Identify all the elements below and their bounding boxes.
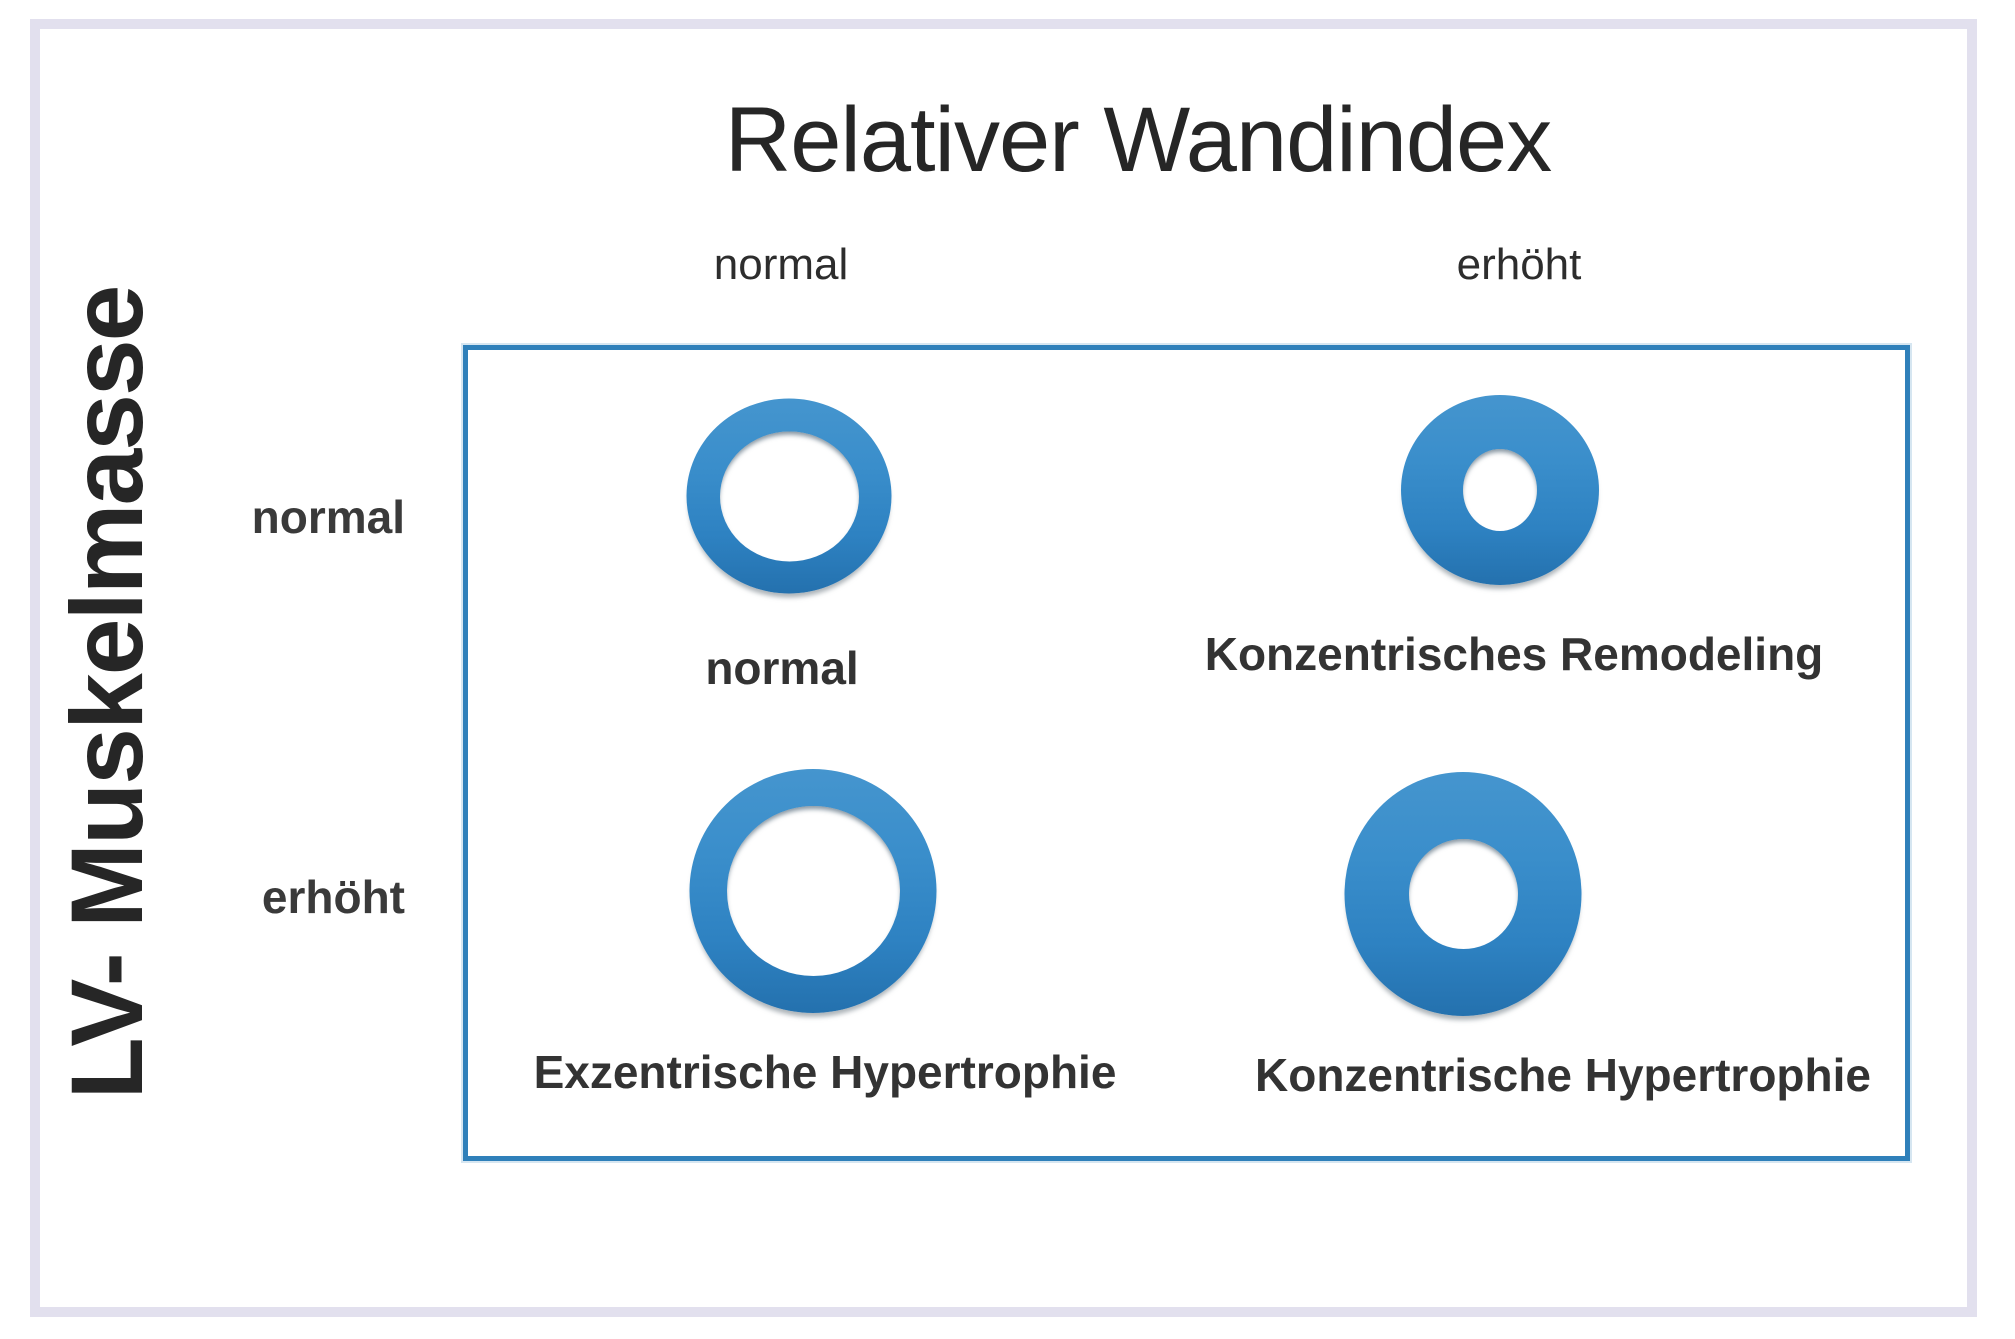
cell-label-exzentrische-hypertrophie: Exzentrische Hypertrophie	[533, 1046, 1117, 1098]
page-border	[30, 19, 1977, 1317]
row-label-normal: normal	[251, 491, 405, 543]
column-label-erhoeht: erhöht	[1456, 240, 1582, 289]
donut-exzentrische-hypertrophie-cavity	[726, 806, 900, 976]
matrix-border	[463, 345, 1910, 1161]
row-label-erhoeht: erhöht	[261, 871, 405, 923]
cell-label-normal: normal	[705, 642, 859, 694]
cell-label-konzentrisches-remodeling: Konzentrisches Remodeling	[1204, 628, 1824, 680]
cell-label-konzentrische-hypertrophie: Konzentrische Hypertrophie	[1255, 1049, 1871, 1101]
donut-konzentrisches-remodeling	[1401, 395, 1599, 585]
donut-exzentrische-hypertrophie	[689, 769, 937, 1013]
donut-normal	[686, 398, 892, 594]
donut-konzentrische-hypertrophie	[1344, 772, 1582, 1016]
donut-konzentrische-hypertrophie-cavity	[1408, 839, 1518, 949]
diagram-title: Relativer Wandindex	[724, 89, 1552, 191]
column-label-normal: normal	[713, 240, 849, 289]
donut-konzentrisches-remodeling-cavity	[1463, 449, 1537, 531]
y-axis-label: LV- Muskelmasse	[50, 286, 164, 1100]
donut-normal-cavity	[719, 431, 859, 561]
